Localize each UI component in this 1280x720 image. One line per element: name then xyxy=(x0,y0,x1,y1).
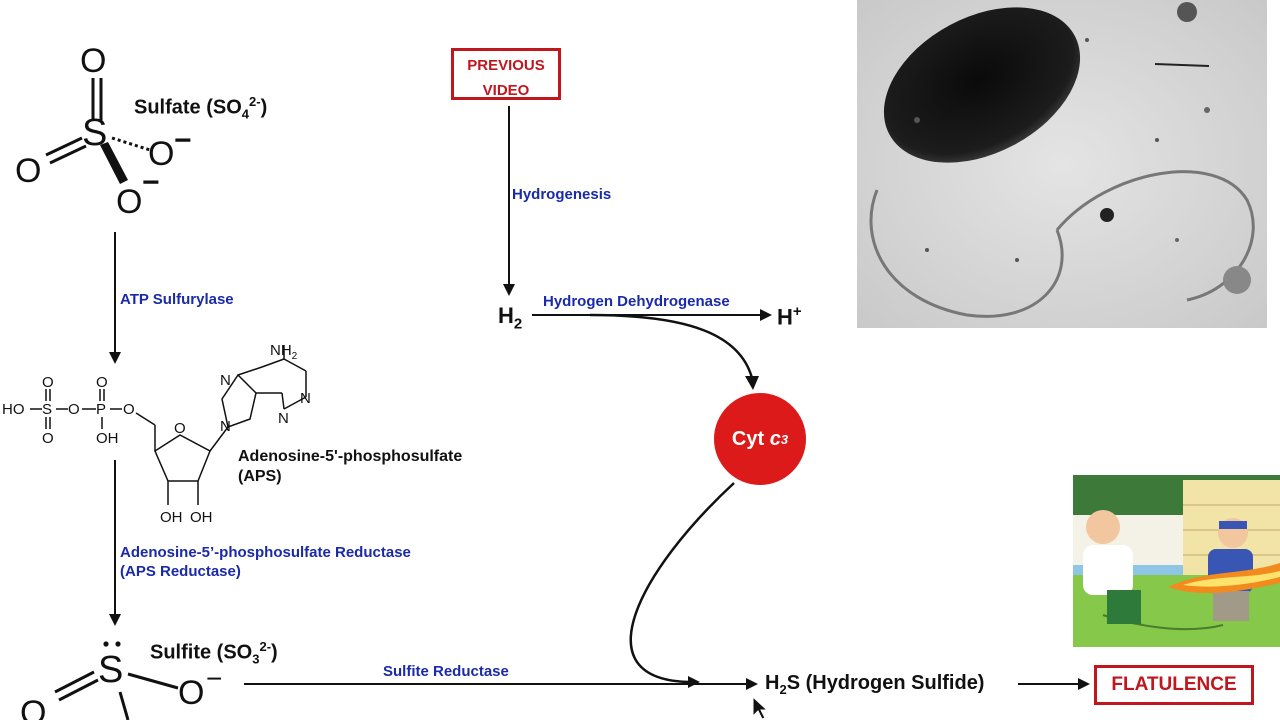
sulfite-minus: − xyxy=(206,663,222,694)
sulfate-minus-bottom: − xyxy=(142,166,160,199)
aps-o-bot1: O xyxy=(42,430,54,447)
hydrogenesis-label: Hydrogenesis xyxy=(512,186,612,203)
atp-sulfurylase-label: ATP Sulfurylase xyxy=(120,291,234,308)
aps-label: Adenosine-5'-phosphosulfate (APS) xyxy=(238,448,463,485)
sulfate-o-left: O xyxy=(15,152,41,190)
sulfate-o-top: O xyxy=(80,42,106,80)
aps-oh-right: OH xyxy=(190,509,213,526)
aps-o-ring: O xyxy=(174,420,186,437)
aps-s: S xyxy=(42,401,52,418)
arrowhead-h2s xyxy=(746,678,758,690)
arrowhead-flatulence xyxy=(1078,678,1090,690)
aps-p: P xyxy=(96,401,106,418)
aps-o-top1: O xyxy=(42,374,54,391)
curve-cyt-to-h2s xyxy=(629,482,735,684)
sulfite-structure: S O − O xyxy=(20,641,222,720)
arrow-previous-to-h2 xyxy=(503,106,515,296)
sulfite-reductase-label: Sulfite Reductase xyxy=(383,663,509,680)
sulfate-label: Sulfate (SO42-) xyxy=(134,94,268,122)
aps-oh-p: OH xyxy=(96,430,119,447)
previous-video-button[interactable]: PREVIOUS VIDEO xyxy=(451,48,561,100)
curve-to-cyt xyxy=(589,313,754,379)
aps-oh-left: OH xyxy=(160,509,183,526)
aps-n1: N xyxy=(300,390,311,407)
sulfite-o-left: O xyxy=(20,694,46,720)
sulfite-label: Sulfite (SO32-) xyxy=(150,639,278,667)
hplus-label: H+ xyxy=(777,303,802,330)
hydrogen-dehydrogenase-label: Hydrogen Dehydrogenase xyxy=(543,293,730,310)
arrow-aps-to-sulfite xyxy=(109,460,121,626)
sulfate-o-right: O xyxy=(148,135,174,173)
aps-n7: N xyxy=(220,372,231,389)
h2s-label: H2S (Hydrogen Sulfide) xyxy=(765,672,985,697)
aps-o-ester: O xyxy=(123,401,135,418)
sulfite-s: S xyxy=(98,649,123,691)
h2-label: H2 xyxy=(498,303,523,333)
bacteria-micrograph xyxy=(857,0,1267,328)
aps-ho: HO xyxy=(2,401,25,418)
sulfate-s: S xyxy=(82,112,107,154)
aps-o-top2: O xyxy=(96,374,108,391)
aps-nh2: NH2 xyxy=(270,342,298,362)
sulfate-structure: O S O O − O − xyxy=(15,42,192,221)
aps-reductase-label: Adenosine-5’-phosphosulfate Reductase (A… xyxy=(120,544,411,580)
aps-structure: HO S O O O P O OH O O OH OH N N N N NH2 xyxy=(2,342,311,526)
aps-n3: N xyxy=(278,410,289,427)
arrow-sulfate-to-aps xyxy=(109,232,121,364)
arrowhead-cyt xyxy=(745,376,759,390)
aps-n9: N xyxy=(220,418,231,435)
sulfate-minus-right: − xyxy=(174,124,192,157)
sulfite-o-right: O xyxy=(178,674,204,712)
flatulence-button[interactable]: FLATULENCE xyxy=(1094,665,1254,705)
arrowhead-hplus xyxy=(760,309,772,321)
cartoon-image xyxy=(1073,475,1280,647)
sulfate-o-bottom: O xyxy=(116,183,142,221)
arrowhead-curve-h2s xyxy=(688,676,700,688)
mouse-cursor-icon xyxy=(752,696,768,720)
aps-o-bridge: O xyxy=(68,401,80,418)
